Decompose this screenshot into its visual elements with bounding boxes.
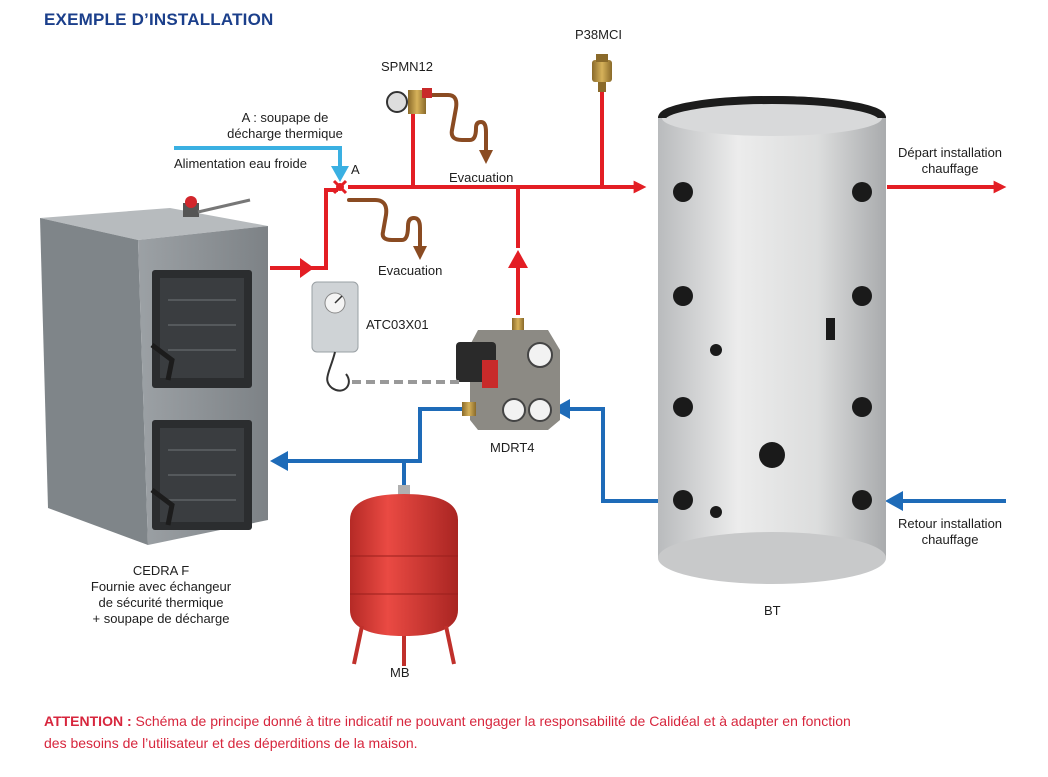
pump-riser-arrowhead (508, 250, 528, 268)
p38mci-label: P38MCI (575, 27, 622, 42)
mdrt4-label: MDRT4 (490, 440, 535, 455)
pump-group-mdrt4 (456, 318, 560, 430)
cold-feed-pipe (174, 146, 342, 168)
heating-return-label: Retour installation chauffage (880, 516, 1020, 548)
buffer-tank-bt (658, 96, 886, 584)
thermal-discharge-valve-a (332, 179, 348, 195)
cold-water-feed-label: Alimentation eau froide (174, 156, 307, 171)
atc03x01-label: ATC03X01 (366, 317, 429, 332)
drain-pipe-spmn12 (428, 93, 488, 152)
tank-to-pump-return-pipe (562, 407, 660, 503)
drain-pipes (347, 93, 488, 250)
drain-arrowhead-2 (479, 150, 493, 164)
heating-return-line2: chauffage (921, 532, 979, 547)
hot-water-pipes (270, 92, 1007, 315)
valve-a-caption-line1: A : soupape de (241, 110, 329, 125)
boiler-description-line3: + soupape de décharge (92, 611, 230, 626)
cold-return-pipes (282, 407, 1006, 503)
heating-supply-line2: chauffage (921, 161, 979, 176)
boiler-cedra-f (40, 196, 268, 545)
boiler-outlet-pipe (270, 188, 338, 270)
heating-supply-label: Départ installation chauffage (880, 145, 1020, 177)
cold-feed-arrowhead (331, 166, 349, 182)
expansion-vessel-label: MB (390, 665, 410, 680)
safety-valve-spmn12 (386, 88, 432, 114)
page-title: EXEMPLE D’INSTALLATION (44, 10, 274, 29)
heating-return-arrowhead (885, 491, 903, 511)
boiler-return-arrowhead (270, 451, 288, 471)
drain-pipe-valve-a (347, 198, 422, 250)
drain-label-spmn12: Evacuation (449, 170, 514, 185)
warning-keyword: ATTENTION : (44, 713, 132, 729)
pump-to-boiler-return-pipe (282, 407, 463, 463)
valve-a-caption-line2: décharge thermique (227, 126, 343, 141)
warning-text-line2: des besoins de l’utilisateur et des dépe… (44, 735, 418, 751)
air-vent-p38mci (592, 54, 612, 92)
valve-a-marker: A (351, 162, 360, 177)
boiler-caption: CEDRA F Fournie avec échangeur de sécuri… (66, 563, 256, 627)
warning-text-line1: Schéma de principe donné à titre indicat… (131, 713, 851, 729)
spmn12-label: SPMN12 (381, 59, 434, 74)
boiler-name: CEDRA F (132, 563, 190, 578)
tank-label: BT (764, 603, 781, 618)
warning-note: ATTENTION : Schéma de principe donné à t… (44, 710, 944, 754)
boiler-outlet-arrowhead (300, 258, 314, 278)
thermostat-atc03x01 (311, 281, 359, 392)
heating-supply-line1: Départ installation (897, 145, 1003, 160)
pump-return-arrowhead (552, 399, 570, 419)
drain-arrowhead-1 (413, 246, 427, 260)
heating-return-line1: Retour installation (897, 516, 1003, 531)
boiler-description-line1: Fournie avec échangeur (90, 579, 232, 594)
drain-label-valve-a: Evacuation (378, 263, 443, 278)
expansion-vessel-mb (350, 485, 458, 666)
boiler-description-line2: de sécurité thermique (98, 595, 224, 610)
valve-a-caption: A : soupape de décharge thermique (205, 110, 365, 142)
